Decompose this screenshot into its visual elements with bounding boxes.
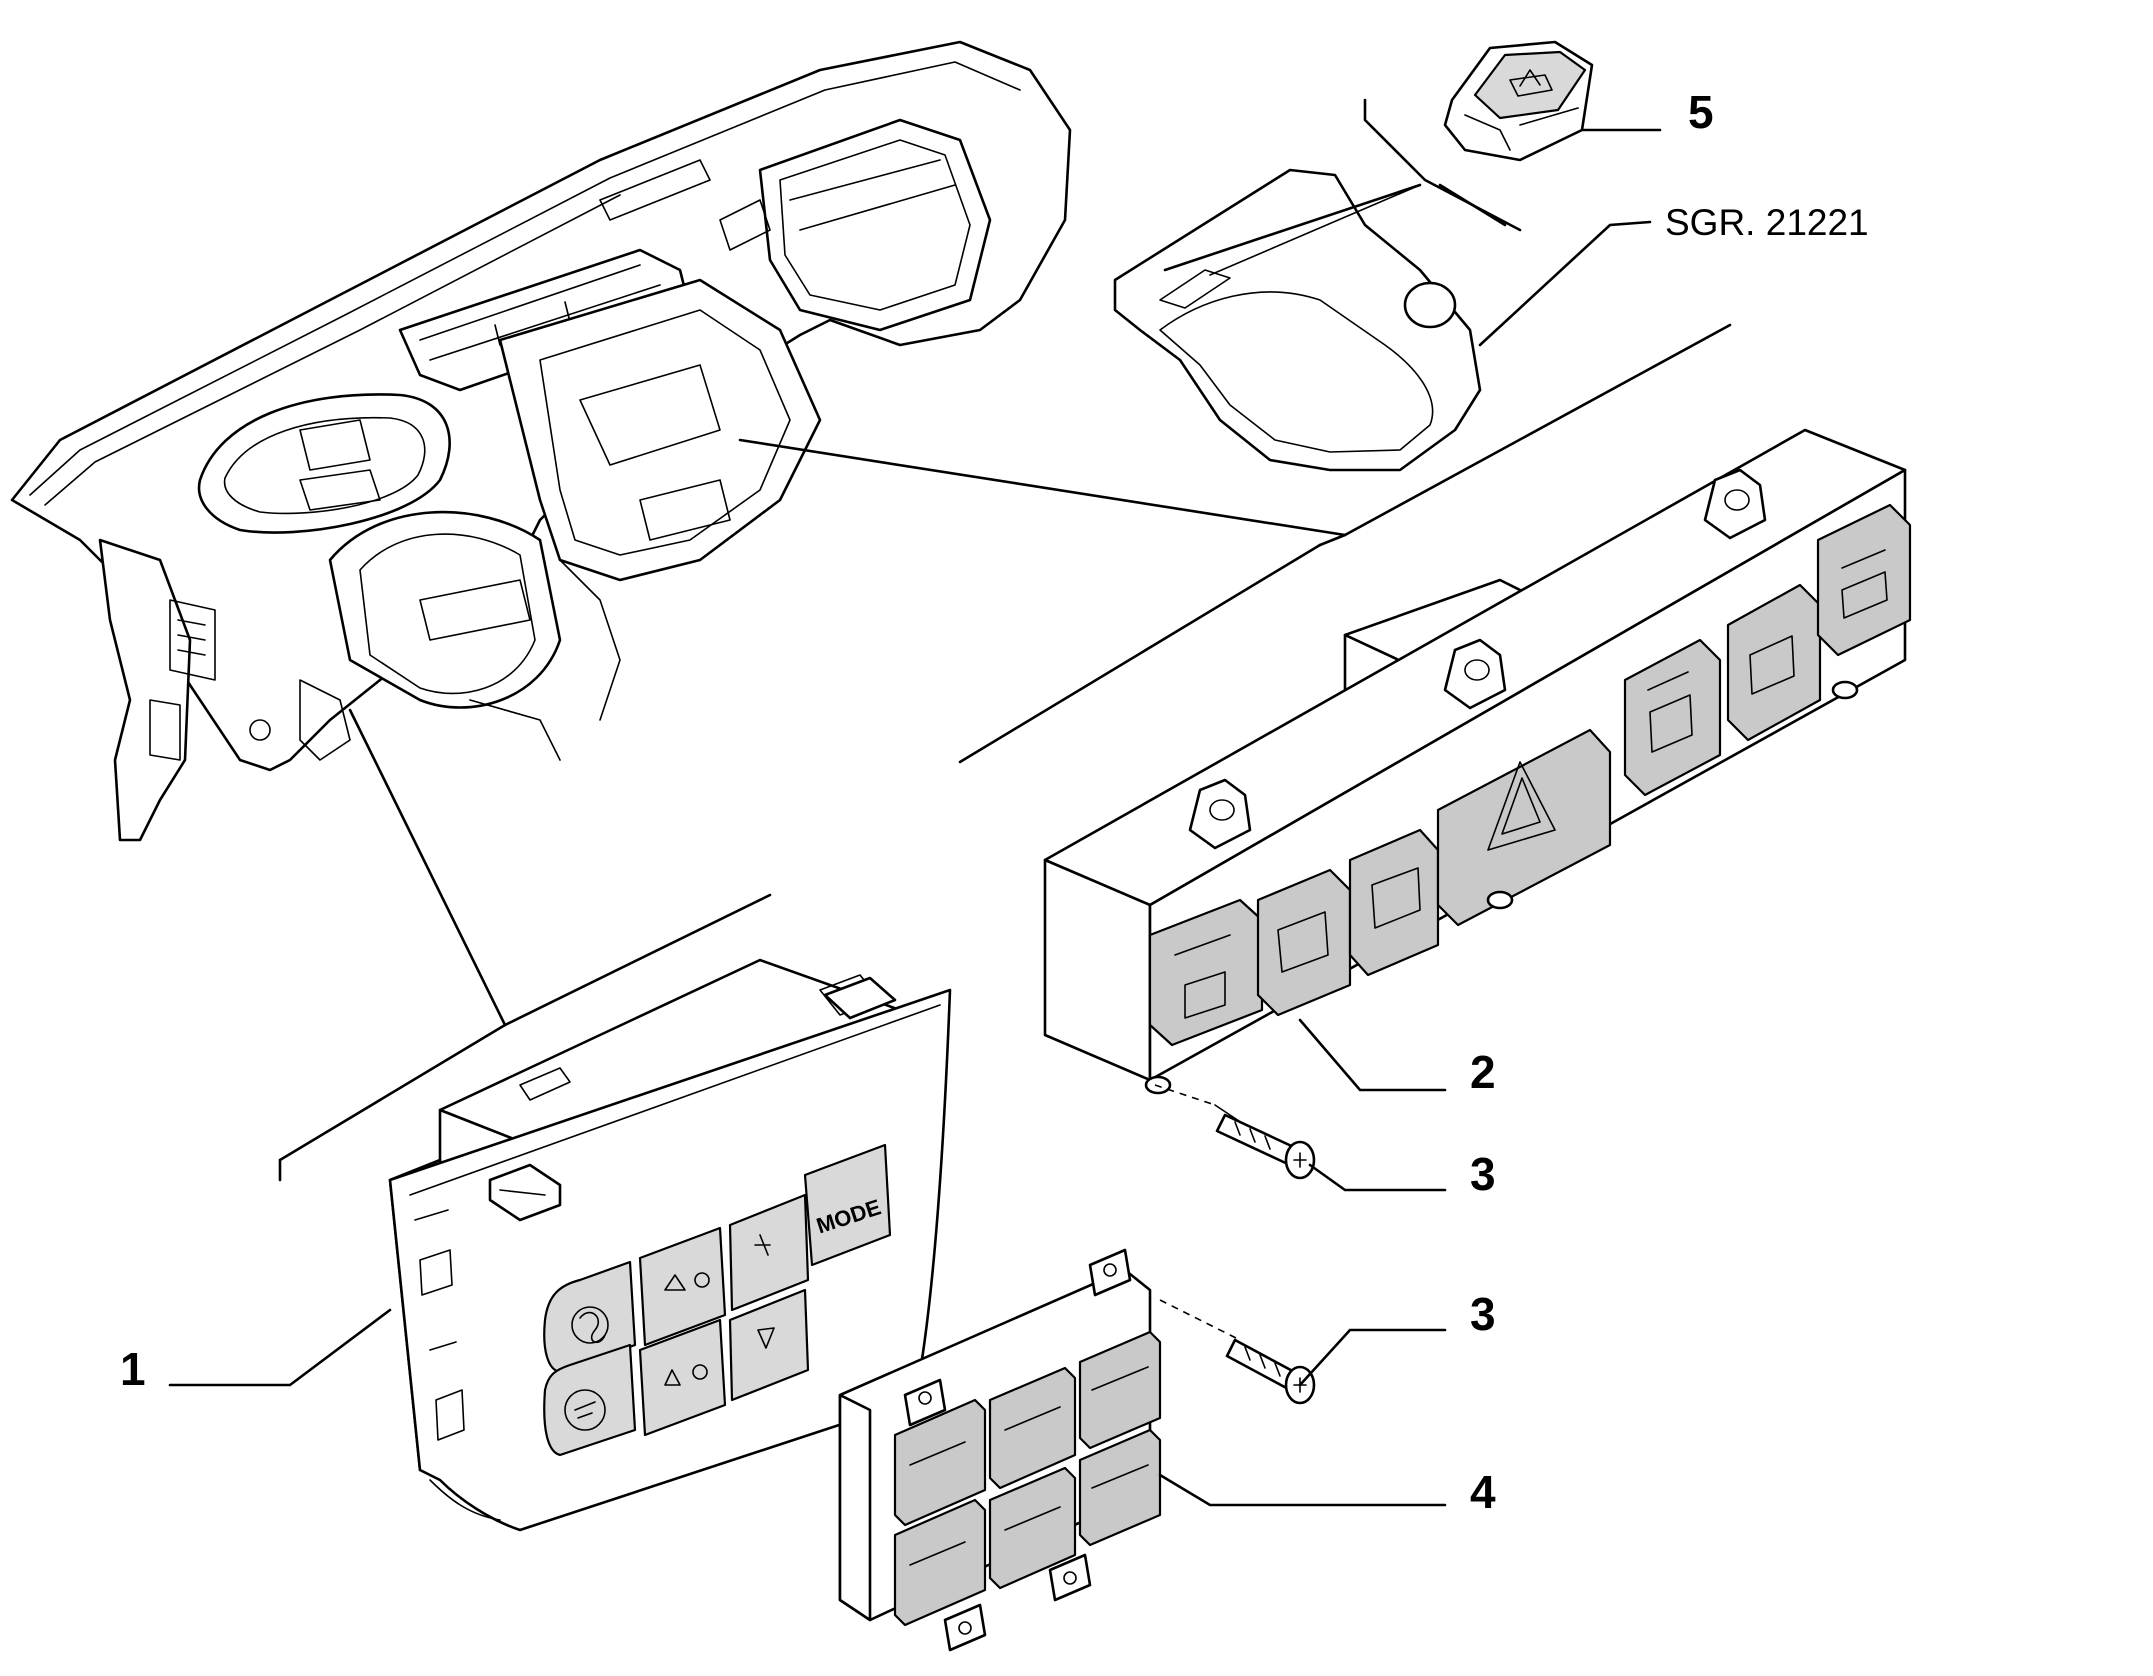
part-2-switch-panel <box>1043 428 1912 1095</box>
screw-3-upper <box>1214 1104 1316 1180</box>
part-5-switch <box>1443 40 1594 162</box>
callout-1: 1 <box>120 1343 146 1395</box>
reference-label: SGR. 21221 <box>1665 202 1869 243</box>
leader-lines <box>168 98 1732 1507</box>
callout-3-upper: 3 <box>1470 1148 1496 1200</box>
callout-2: 2 <box>1470 1046 1496 1098</box>
gear-console-cover <box>1113 168 1482 472</box>
callout-labels: 5 SGR. 21221 2 3 3 4 1 <box>120 86 1869 1518</box>
callout-3-lower: 3 <box>1470 1288 1496 1340</box>
callout-5: 5 <box>1688 86 1714 138</box>
dashboard-assembly <box>10 40 1072 842</box>
callout-4: 4 <box>1470 1466 1496 1518</box>
part-4-switch-block <box>838 1248 1162 1652</box>
screw-3-lower <box>1225 1338 1316 1405</box>
part-1-control-panel: MODE <box>388 958 952 1532</box>
